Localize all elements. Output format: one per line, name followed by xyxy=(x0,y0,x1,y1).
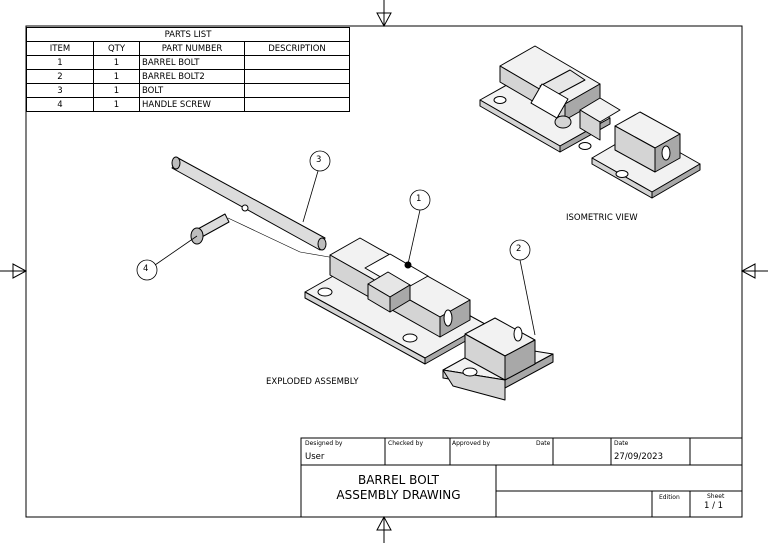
parts-list-title: PARTS LIST xyxy=(26,27,350,42)
row-part-number: HANDLE SCREW xyxy=(139,97,245,112)
row-qty: 1 xyxy=(93,55,140,70)
designed-by-value: User xyxy=(305,452,325,462)
row-part-number: BARREL BOLT xyxy=(139,55,245,70)
balloon-3 xyxy=(309,150,331,172)
balloon-4 xyxy=(136,259,158,281)
row-description xyxy=(244,83,350,98)
header-qty: QTY xyxy=(93,41,140,56)
balloon-1 xyxy=(409,189,431,211)
date-value: 27/09/2023 xyxy=(614,452,663,462)
date-label-approval: Date xyxy=(536,440,551,447)
row-item: 3 xyxy=(26,83,94,98)
isometric-view-assembly xyxy=(479,45,701,199)
exploded-view-assembly xyxy=(171,156,554,401)
title-block: Designed by User Checked by Approved by … xyxy=(301,438,742,517)
approved-by-label: Approved by xyxy=(452,440,491,447)
sheet-label: Sheet xyxy=(707,493,725,500)
row-qty: 1 xyxy=(93,97,140,112)
header-description: DESCRIPTION xyxy=(244,41,350,56)
row-item: 1 xyxy=(26,55,94,70)
sheet-value: 1 / 1 xyxy=(704,501,724,511)
drawing-title-line-1: BARREL BOLT xyxy=(357,473,440,487)
header-part-number: PART NUMBER xyxy=(139,41,245,56)
parts-list-table: PARTS LIST ITEM QTY PART NUMBER DESCRIPT… xyxy=(26,27,350,112)
title-block-frame xyxy=(300,437,743,518)
balloon-3-number: 3 xyxy=(316,155,322,165)
date-label: Date xyxy=(614,440,629,447)
row-part-number: BARREL BOLT2 xyxy=(139,69,245,84)
balloon-4-number: 4 xyxy=(143,264,149,274)
balloons xyxy=(136,150,536,336)
balloon-2-number: 2 xyxy=(516,244,522,254)
checked-by-label: Checked by xyxy=(388,440,424,447)
designed-by-label: Designed by xyxy=(305,440,343,447)
table-row: 3 1 BOLT xyxy=(26,83,350,98)
isometric-view-label: ISOMETRIC VIEW xyxy=(566,213,638,223)
edition-label: Edition xyxy=(659,494,680,501)
drawing-title-line-2: ASSEMBLY DRAWING xyxy=(336,488,461,502)
row-part-number: BOLT xyxy=(139,83,245,98)
row-description xyxy=(244,69,350,84)
row-qty: 1 xyxy=(93,69,140,84)
table-row: 1 1 BARREL BOLT xyxy=(26,55,350,70)
balloon-1-number: 1 xyxy=(416,194,422,204)
row-description xyxy=(244,55,350,70)
table-row: 2 1 BARREL BOLT2 xyxy=(26,69,350,84)
header-item: ITEM xyxy=(26,41,94,56)
table-row: 4 1 HANDLE SCREW xyxy=(26,97,350,112)
row-description xyxy=(244,97,350,112)
row-item: 2 xyxy=(26,69,94,84)
row-item: 4 xyxy=(26,97,94,112)
balloon-2 xyxy=(509,239,531,261)
parts-list-header-row: ITEM QTY PART NUMBER DESCRIPTION xyxy=(26,41,350,56)
drawing-title: BARREL BOLT ASSEMBLY DRAWING xyxy=(301,473,496,503)
exploded-view-label: EXPLODED ASSEMBLY xyxy=(266,377,359,387)
row-qty: 1 xyxy=(93,83,140,98)
